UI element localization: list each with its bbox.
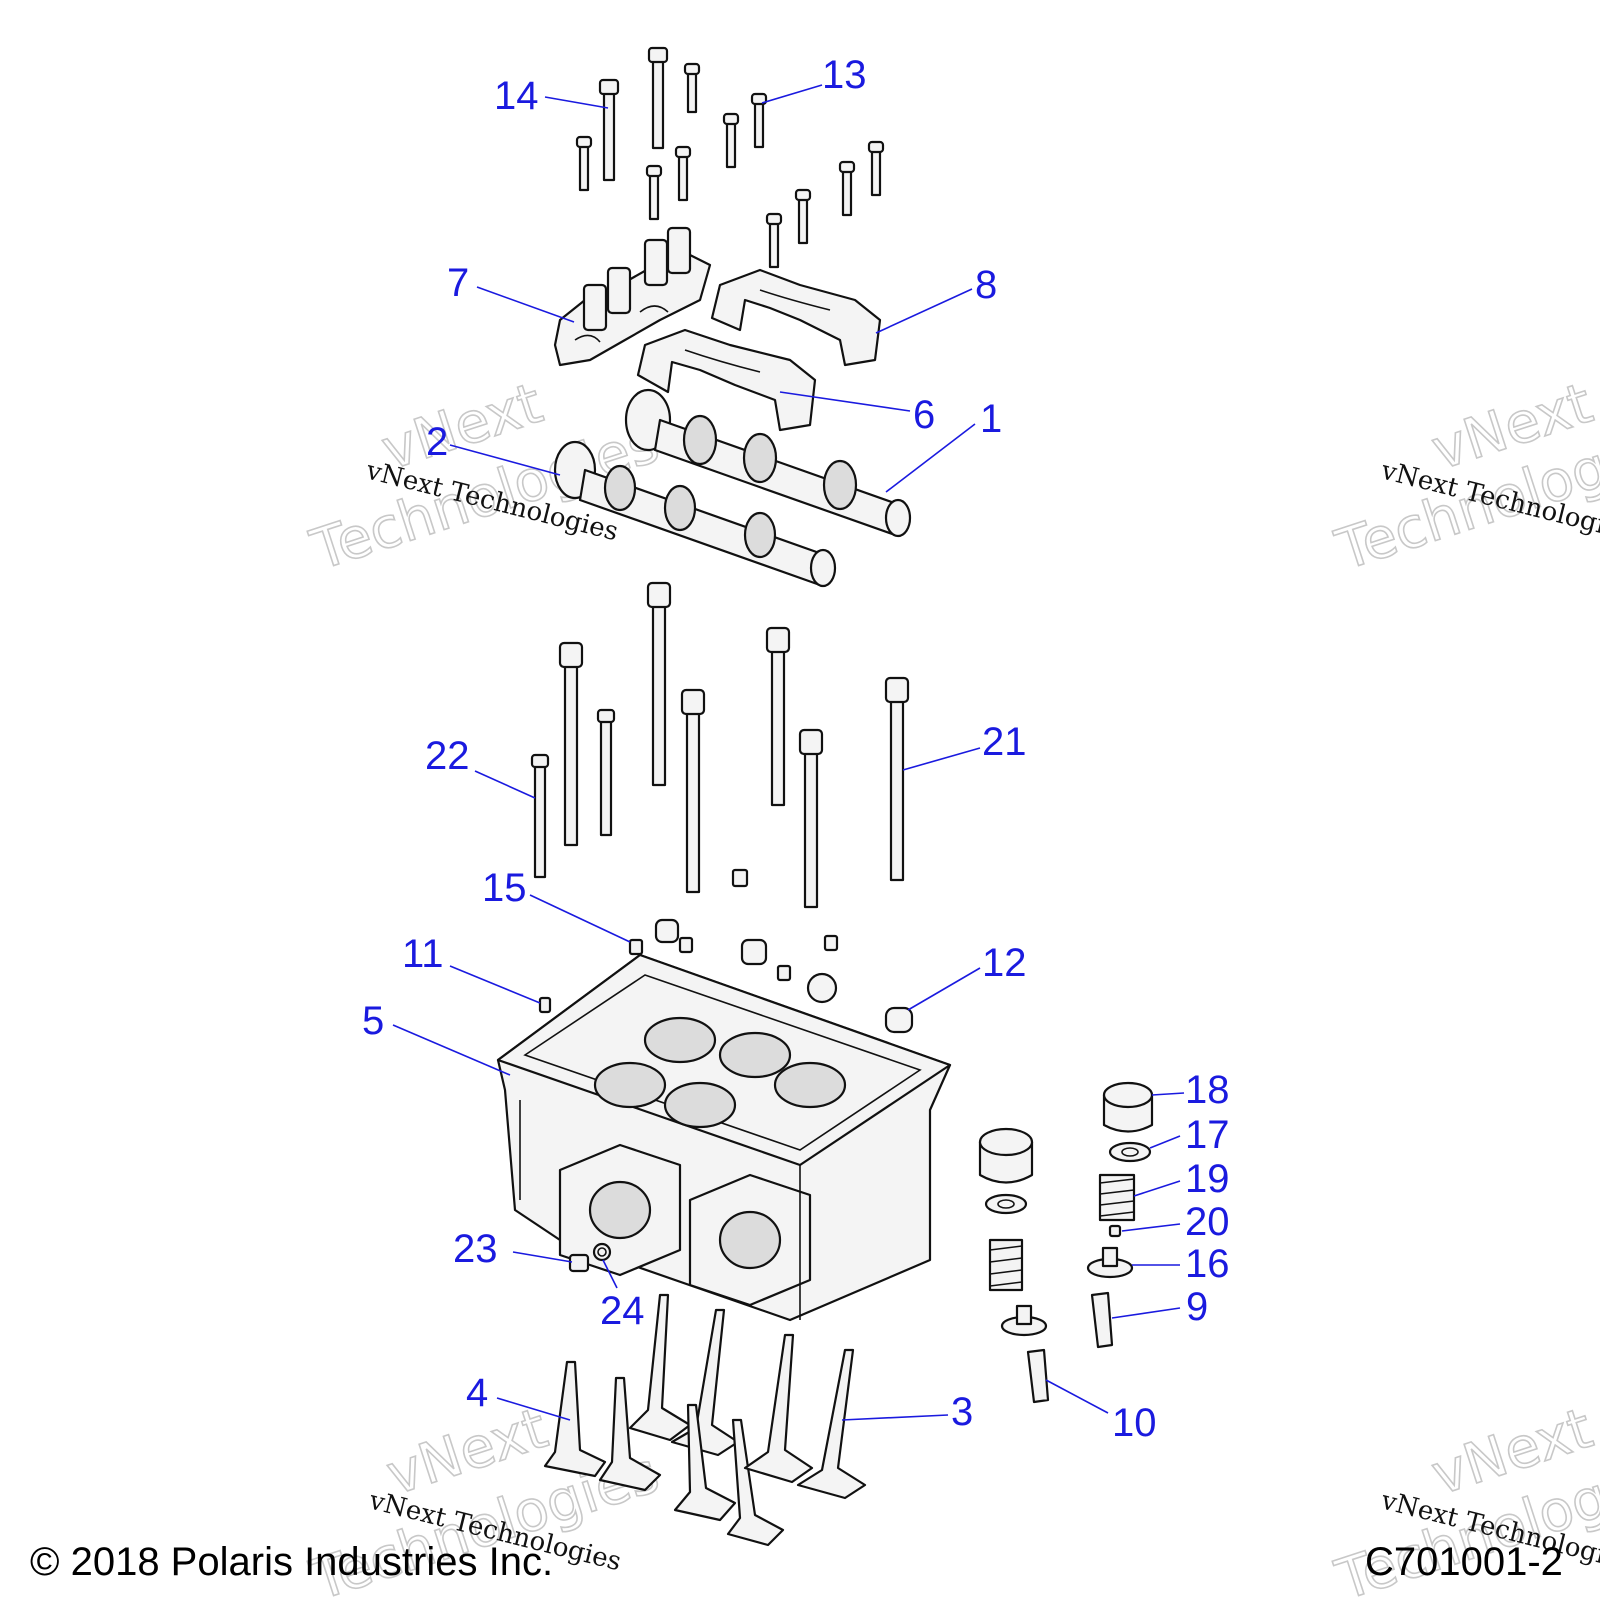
callout-2: 2 [426, 420, 448, 464]
copyright-text: © 2018 Polaris Industries Inc. [30, 1540, 553, 1584]
valve-train-left [978, 1127, 1050, 1404]
callout-1: 1 [980, 397, 1002, 441]
callout-23: 23 [453, 1227, 498, 1271]
callout-19: 19 [1185, 1157, 1230, 1201]
guide-9 [1090, 1291, 1114, 1349]
callout-12: 12 [982, 941, 1027, 985]
callout-5: 5 [362, 999, 384, 1043]
callout-21: 21 [982, 720, 1027, 764]
valves [543, 1293, 867, 1547]
cam-cap-6 [636, 328, 817, 432]
callout-13: 13 [822, 53, 867, 97]
callout-7: 7 [447, 261, 469, 305]
callout-labels: 1 2 3 4 5 6 7 8 9 10 11 12 13 14 15 16 1… [362, 53, 1230, 1445]
callout-9: 9 [1186, 1285, 1208, 1329]
drawing-number: C701001-2 [1365, 1540, 1563, 1584]
head-bolts [530, 581, 910, 909]
callout-10: 10 [1112, 1401, 1157, 1445]
cylinder-head-5 [496, 953, 952, 1322]
cam-cap-bolts [575, 46, 885, 269]
leader-lines [392, 84, 1185, 1421]
callout-11: 11 [402, 932, 444, 976]
callout-16: 16 [1185, 1242, 1230, 1286]
retainer-17 [1108, 1141, 1152, 1163]
cam-cap-8 [710, 268, 882, 367]
dowels-and-plugs [538, 868, 914, 1034]
callout-6: 6 [913, 393, 935, 437]
callout-8: 8 [975, 263, 997, 307]
callout-14: 14 [494, 74, 539, 118]
callout-15: 15 [482, 866, 527, 910]
callout-3: 3 [951, 1390, 973, 1434]
keeper-20 [1108, 1224, 1122, 1238]
callout-4: 4 [466, 1371, 488, 1415]
camshaft-2 [553, 440, 837, 588]
valve-train-right [1086, 1081, 1154, 1349]
callout-17: 17 [1185, 1113, 1230, 1157]
cam-carrier-7 [553, 226, 712, 367]
callout-20: 20 [1185, 1200, 1230, 1244]
drain-plug-23 [568, 1242, 612, 1273]
camshaft-1 [624, 388, 912, 538]
callout-18: 18 [1185, 1068, 1230, 1112]
callout-22: 22 [425, 734, 470, 778]
callout-24: 24 [600, 1289, 645, 1333]
watermark-top-right: vNext Technologies vNext Technologies [1327, 370, 1600, 584]
